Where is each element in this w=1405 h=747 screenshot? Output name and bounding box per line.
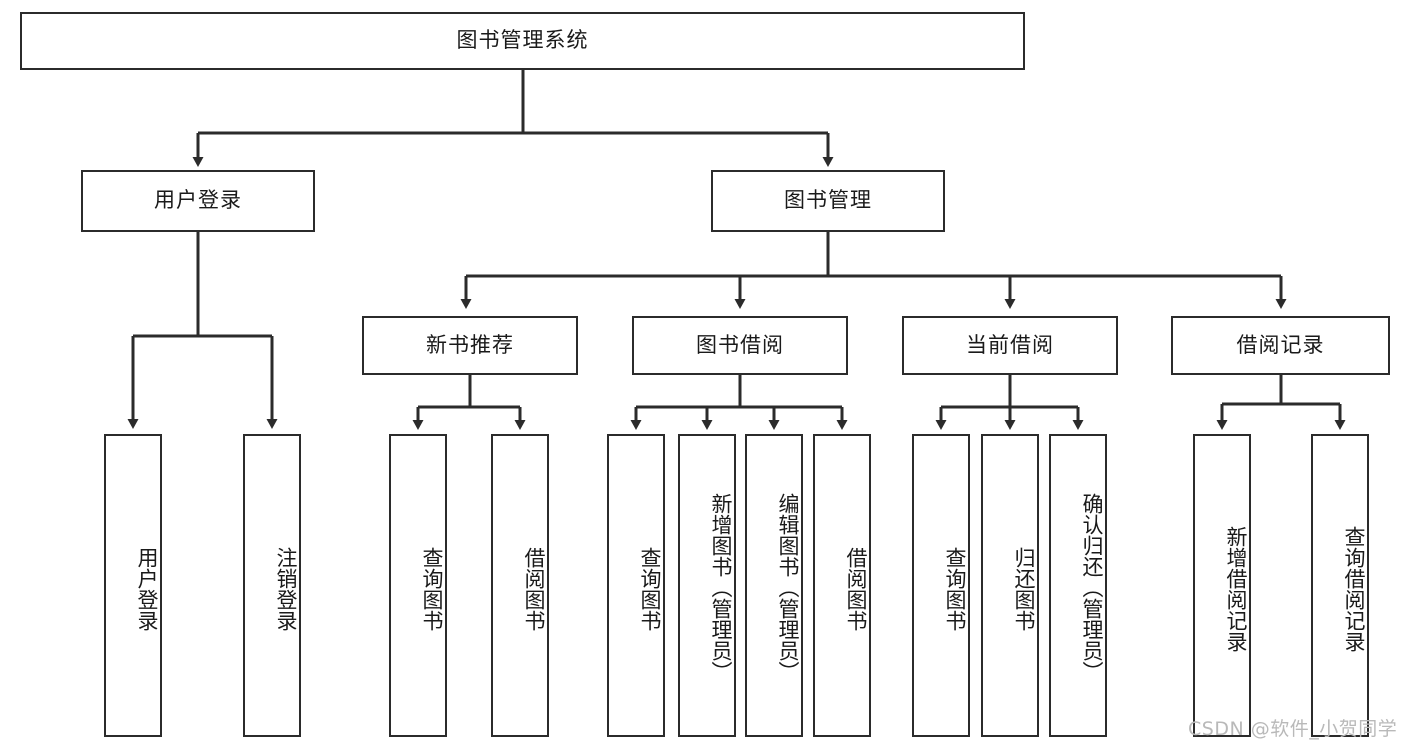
leaf-book-borrow-borrow-books[interactable]: 借阅图书 bbox=[813, 434, 871, 737]
node-borrowing-records[interactable]: 借阅记录 bbox=[1171, 316, 1390, 375]
leaf-current-borrow-return-books[interactable]: 归还图书 bbox=[981, 434, 1039, 737]
node-new-book-recommendation[interactable]: 新书推荐 bbox=[362, 316, 578, 375]
node-current-borrowing[interactable]: 当前借阅 bbox=[902, 316, 1118, 375]
node-label: 查询图书 bbox=[943, 546, 967, 631]
node-label: 确认归还（管理员） bbox=[1080, 493, 1104, 682]
leaf-new-book-query-books[interactable]: 查询图书 bbox=[389, 434, 447, 737]
leaf-book-borrow-query-books[interactable]: 查询图书 bbox=[607, 434, 665, 737]
leaf-current-borrow-confirm-return-admin[interactable]: 确认归还（管理员） bbox=[1049, 434, 1107, 737]
node-user-login[interactable]: 用户登录 bbox=[81, 170, 315, 232]
node-label: 新增借阅记录 bbox=[1224, 525, 1248, 652]
node-label: 图书借阅 bbox=[696, 332, 784, 357]
node-label: 当前借阅 bbox=[966, 332, 1054, 357]
node-label: 图书管理 bbox=[784, 188, 872, 213]
leaf-borrow-record-add-record[interactable]: 新增借阅记录 bbox=[1193, 434, 1251, 737]
watermark: CSDN @软件_小贺同学 bbox=[1188, 718, 1398, 740]
leaf-borrow-record-query-record[interactable]: 查询借阅记录 bbox=[1311, 434, 1369, 737]
node-label: 新书推荐 bbox=[426, 332, 514, 357]
leaf-current-borrow-query-books[interactable]: 查询图书 bbox=[912, 434, 970, 737]
node-label: 编辑图书（管理员） bbox=[776, 493, 800, 682]
node-label: 用户登录 bbox=[135, 546, 159, 631]
node-label: 归还图书 bbox=[1012, 546, 1036, 631]
node-label: 借阅图书 bbox=[844, 546, 868, 631]
node-label: 图书管理系统 bbox=[456, 28, 589, 53]
leaf-user-login-login[interactable]: 用户登录 bbox=[104, 434, 162, 737]
node-book-borrowing[interactable]: 图书借阅 bbox=[632, 316, 848, 375]
node-label: 查询借阅记录 bbox=[1342, 525, 1366, 652]
node-label: 借阅图书 bbox=[522, 546, 546, 631]
node-label: 新增图书（管理员） bbox=[709, 493, 733, 682]
node-label: 查询图书 bbox=[638, 546, 662, 631]
node-root-book-management-system[interactable]: 图书管理系统 bbox=[20, 12, 1025, 70]
node-label: 注销登录 bbox=[274, 546, 298, 631]
node-label: 用户登录 bbox=[154, 188, 242, 213]
node-label: 查询图书 bbox=[420, 546, 444, 631]
leaf-book-borrow-edit-book-admin[interactable]: 编辑图书（管理员） bbox=[745, 434, 803, 737]
leaf-book-borrow-add-book-admin[interactable]: 新增图书（管理员） bbox=[678, 434, 736, 737]
leaf-new-book-borrow-books[interactable]: 借阅图书 bbox=[491, 434, 549, 737]
node-label: 借阅记录 bbox=[1236, 332, 1325, 357]
leaf-user-login-logout[interactable]: 注销登录 bbox=[243, 434, 301, 737]
node-book-management[interactable]: 图书管理 bbox=[711, 170, 945, 232]
